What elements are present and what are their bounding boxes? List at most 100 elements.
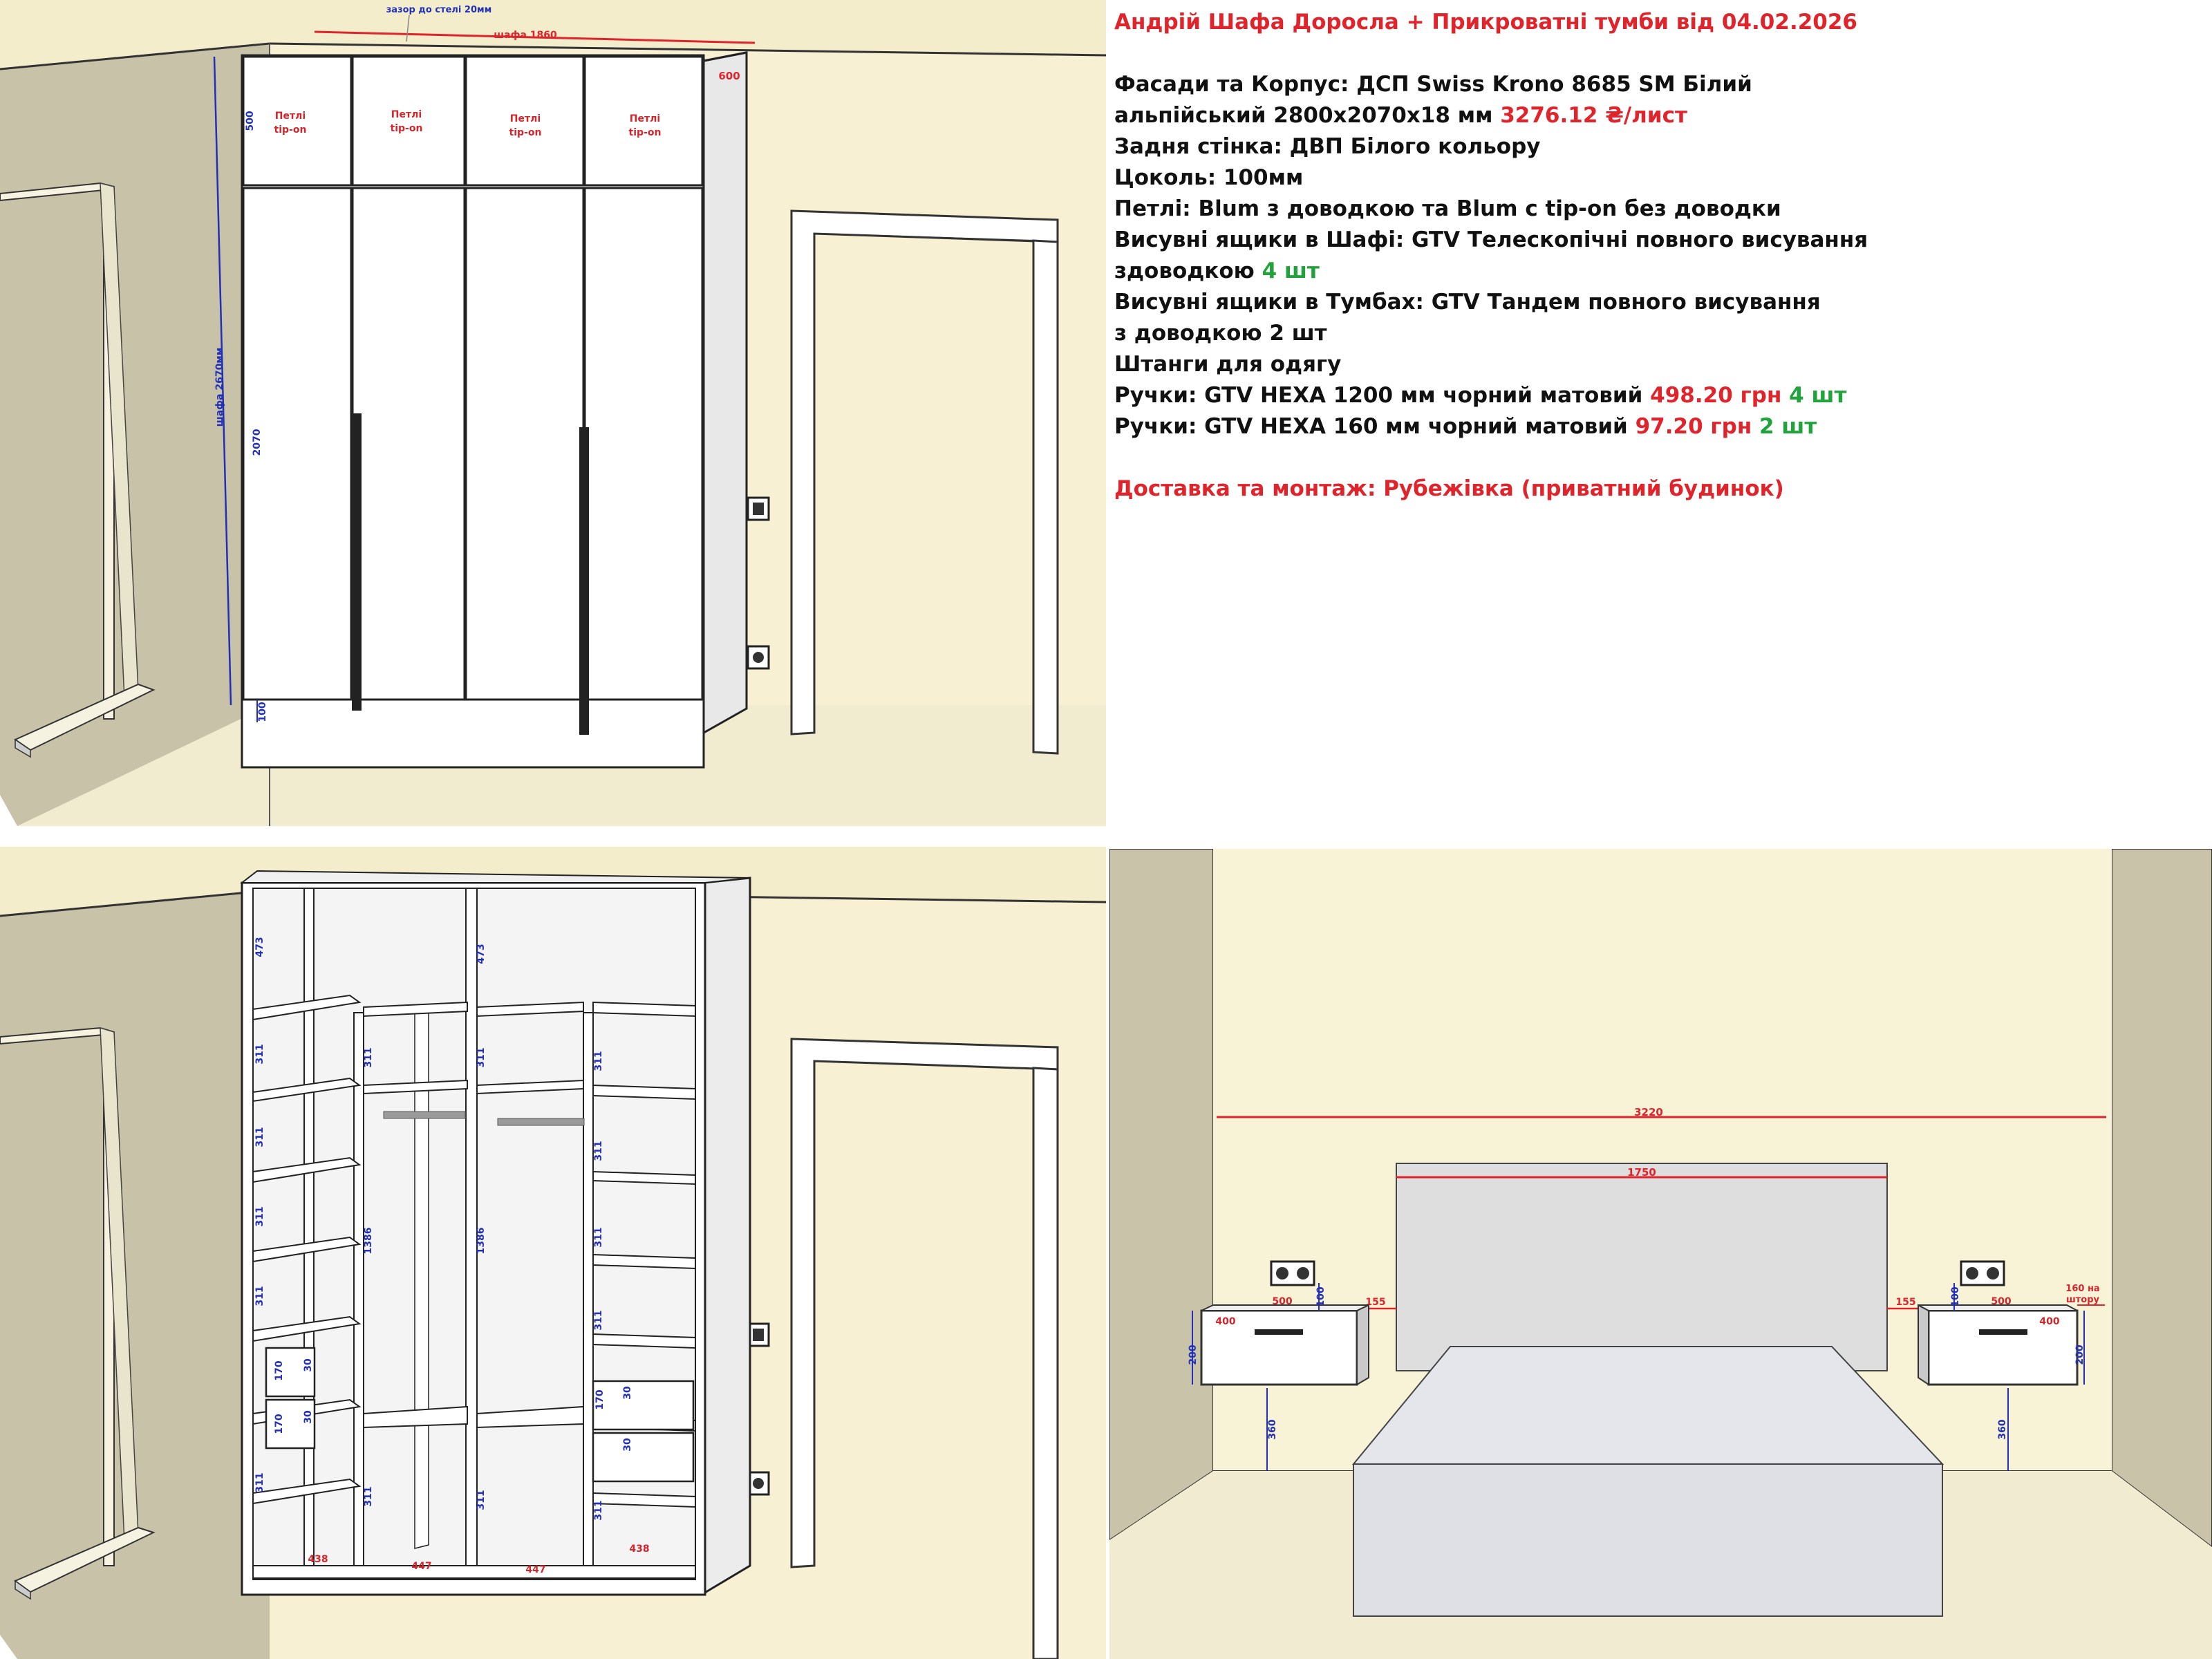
dim-label: 311: [254, 1286, 265, 1306]
double-socket-icon: [1960, 1260, 2005, 1286]
left-drawers: [265, 1347, 316, 1450]
hinge-label: tip-on: [629, 127, 662, 138]
spec-text: Ручки: GTV HEXA 160 мм чорний матовий: [1114, 414, 1635, 439]
spec-line: Фасади та Корпус: ДСП Swiss Krono 8685 S…: [1114, 69, 2193, 100]
left-wall: [0, 890, 270, 1659]
dim-label: 170: [274, 1414, 285, 1434]
dim-label: 30: [622, 1438, 633, 1452]
hinge-label: Петлі: [630, 113, 660, 124]
closed-wardrobe-view: Петлі tip-on Петлі tip-on Петлі tip-on П…: [0, 0, 1106, 826]
right-nightstand: [1918, 1304, 2079, 1386]
spec-quantity: 2 шт: [1759, 414, 1817, 439]
right-drawers: [592, 1380, 695, 1483]
spec-line: Висувні ящики в Тумбах: GTV Тандем повно…: [1114, 287, 2193, 318]
dim-label: 311: [593, 1227, 604, 1247]
curtain-note: 160 на: [2065, 1284, 2099, 1294]
dim-label: 311: [254, 1206, 265, 1226]
spec-line: Ручки: GTV HEXA 160 мм чорний матовий 97…: [1114, 411, 2193, 442]
spec-quantity: 4 шт: [1262, 259, 1320, 283]
spec-text: здоводкою: [1114, 259, 1262, 283]
dim-label: 311: [254, 1044, 265, 1064]
spec-list: Фасади та Корпус: ДСП Swiss Krono 8685 S…: [1114, 69, 2193, 442]
dim-label: 30: [622, 1386, 633, 1400]
dim-label: 311: [593, 1310, 604, 1330]
bed-base: [1353, 1463, 1943, 1617]
mezzanine-doors: [242, 55, 704, 187]
spec-line: здоводкою 4 шт: [1114, 256, 2193, 287]
handle-icon: [579, 427, 589, 735]
spec-line: Задня стінка: ДВП Білого кольору: [1114, 131, 2193, 162]
dim-label: 311: [476, 1490, 487, 1510]
mezzanine-dimension: 500: [245, 111, 256, 131]
spec-line: Цоколь: 100мм: [1114, 162, 2193, 194]
dim-label: 170: [594, 1389, 606, 1409]
dim-label: 438: [308, 1554, 328, 1565]
headboard: [1396, 1163, 1888, 1371]
gap-dimension: 155: [1895, 1297, 1915, 1308]
dim-label: 473: [254, 937, 265, 957]
handle-icon: [1255, 1329, 1303, 1335]
plinth: [241, 698, 705, 769]
dim-label: 311: [593, 1500, 604, 1520]
spec-line: Петлі: Blum з доводкою та Blum с tip-on …: [1114, 194, 2193, 225]
door-dimension: 2070: [252, 429, 263, 456]
dim-label: 473: [476, 944, 487, 964]
delivery-note: Доставка та монтаж: Рубежівка (приватний…: [1114, 476, 1784, 501]
spec-text: Петлі: Blum з доводкою та Blum с tip-on …: [1114, 196, 1781, 221]
spec-text: Ручки: GTV HEXA 1200 мм чорний матовий: [1114, 383, 1651, 408]
spec-text: Цоколь: 100мм: [1114, 165, 1304, 190]
socket-offset: 500: [1272, 1296, 1292, 1307]
depth-dimension: 600: [718, 70, 740, 82]
double-socket-icon: [1270, 1260, 1315, 1286]
spec-line: з доводкою 2 шт: [1114, 318, 2193, 349]
dim-label: 1386: [476, 1228, 487, 1255]
height-dimension: шафа 2670мм: [214, 348, 225, 427]
nightstand-height: 200: [1188, 1344, 1199, 1365]
handle-icon: [1979, 1329, 2027, 1335]
socket-height: 100: [1315, 1286, 1327, 1306]
clothes-rod: [497, 1118, 585, 1126]
spec-line: Штанги для одягу: [1114, 349, 2193, 380]
hinge-label: tip-on: [274, 124, 307, 135]
spec-text: альпійський 2800х2070х18 мм: [1114, 103, 1501, 128]
floor-height: 360: [1267, 1419, 1278, 1439]
spec-text: з доводкою 2 шт: [1114, 321, 1327, 346]
dim-label: 170: [274, 1360, 285, 1380]
dim-label: 311: [254, 1127, 265, 1147]
socket-icon: [747, 645, 770, 670]
dim-label: 438: [629, 1544, 649, 1555]
right-shelves: [592, 1001, 696, 1508]
wall-width-dimension: 3220: [1634, 1106, 1663, 1118]
handle-icon: [352, 413, 362, 711]
socket-offset: 500: [1991, 1296, 2011, 1307]
spec-text: Висувні ящики в Шафі: GTV Телескопічні п…: [1114, 227, 1868, 252]
nightstand-width: 400: [1215, 1316, 1235, 1327]
dim-label: 30: [303, 1410, 314, 1424]
left-wall: [0, 44, 270, 826]
dim-label: 311: [593, 1141, 604, 1161]
bed-view: 3220 1750 155 155 400 500 200 360 100 40…: [1109, 849, 2212, 1659]
hinge-label: tip-on: [509, 127, 542, 138]
spec-price: 3276.12 ₴/лист: [1500, 103, 1687, 128]
width-dimension: шафа 1860: [494, 30, 557, 41]
dim-label: 311: [593, 1051, 604, 1071]
hanging-shelves: [363, 1001, 584, 1429]
project-title: Андрій Шафа Доросла + Прикроватні тумби …: [1114, 10, 1857, 35]
main-doors: [242, 187, 704, 711]
dim-label: 311: [363, 1486, 374, 1506]
clothes-rod: [383, 1111, 466, 1119]
spec-quantity: 4 шт: [1789, 383, 1847, 408]
spec-text: Штанги для одягу: [1114, 352, 1342, 377]
socket-height: 100: [1950, 1286, 1961, 1306]
spec-text: Висувні ящики в Тумбах: GTV Тандем повно…: [1114, 290, 1821, 315]
left-nightstand: [1200, 1304, 1369, 1386]
curtain-note: штору: [2066, 1295, 2100, 1305]
hinge-label: tip-on: [391, 123, 423, 134]
dim-label: 311: [476, 1047, 487, 1067]
spec-price: 498.20 грн: [1650, 383, 1782, 408]
floor-height: 360: [1997, 1419, 2008, 1439]
spec-text: Фасади та Корпус: ДСП Swiss Krono 8685 S…: [1114, 72, 1752, 97]
dim-label: 311: [254, 1472, 265, 1492]
dim-label: 311: [363, 1047, 374, 1067]
spec-price: 97.20 грн: [1635, 414, 1752, 439]
